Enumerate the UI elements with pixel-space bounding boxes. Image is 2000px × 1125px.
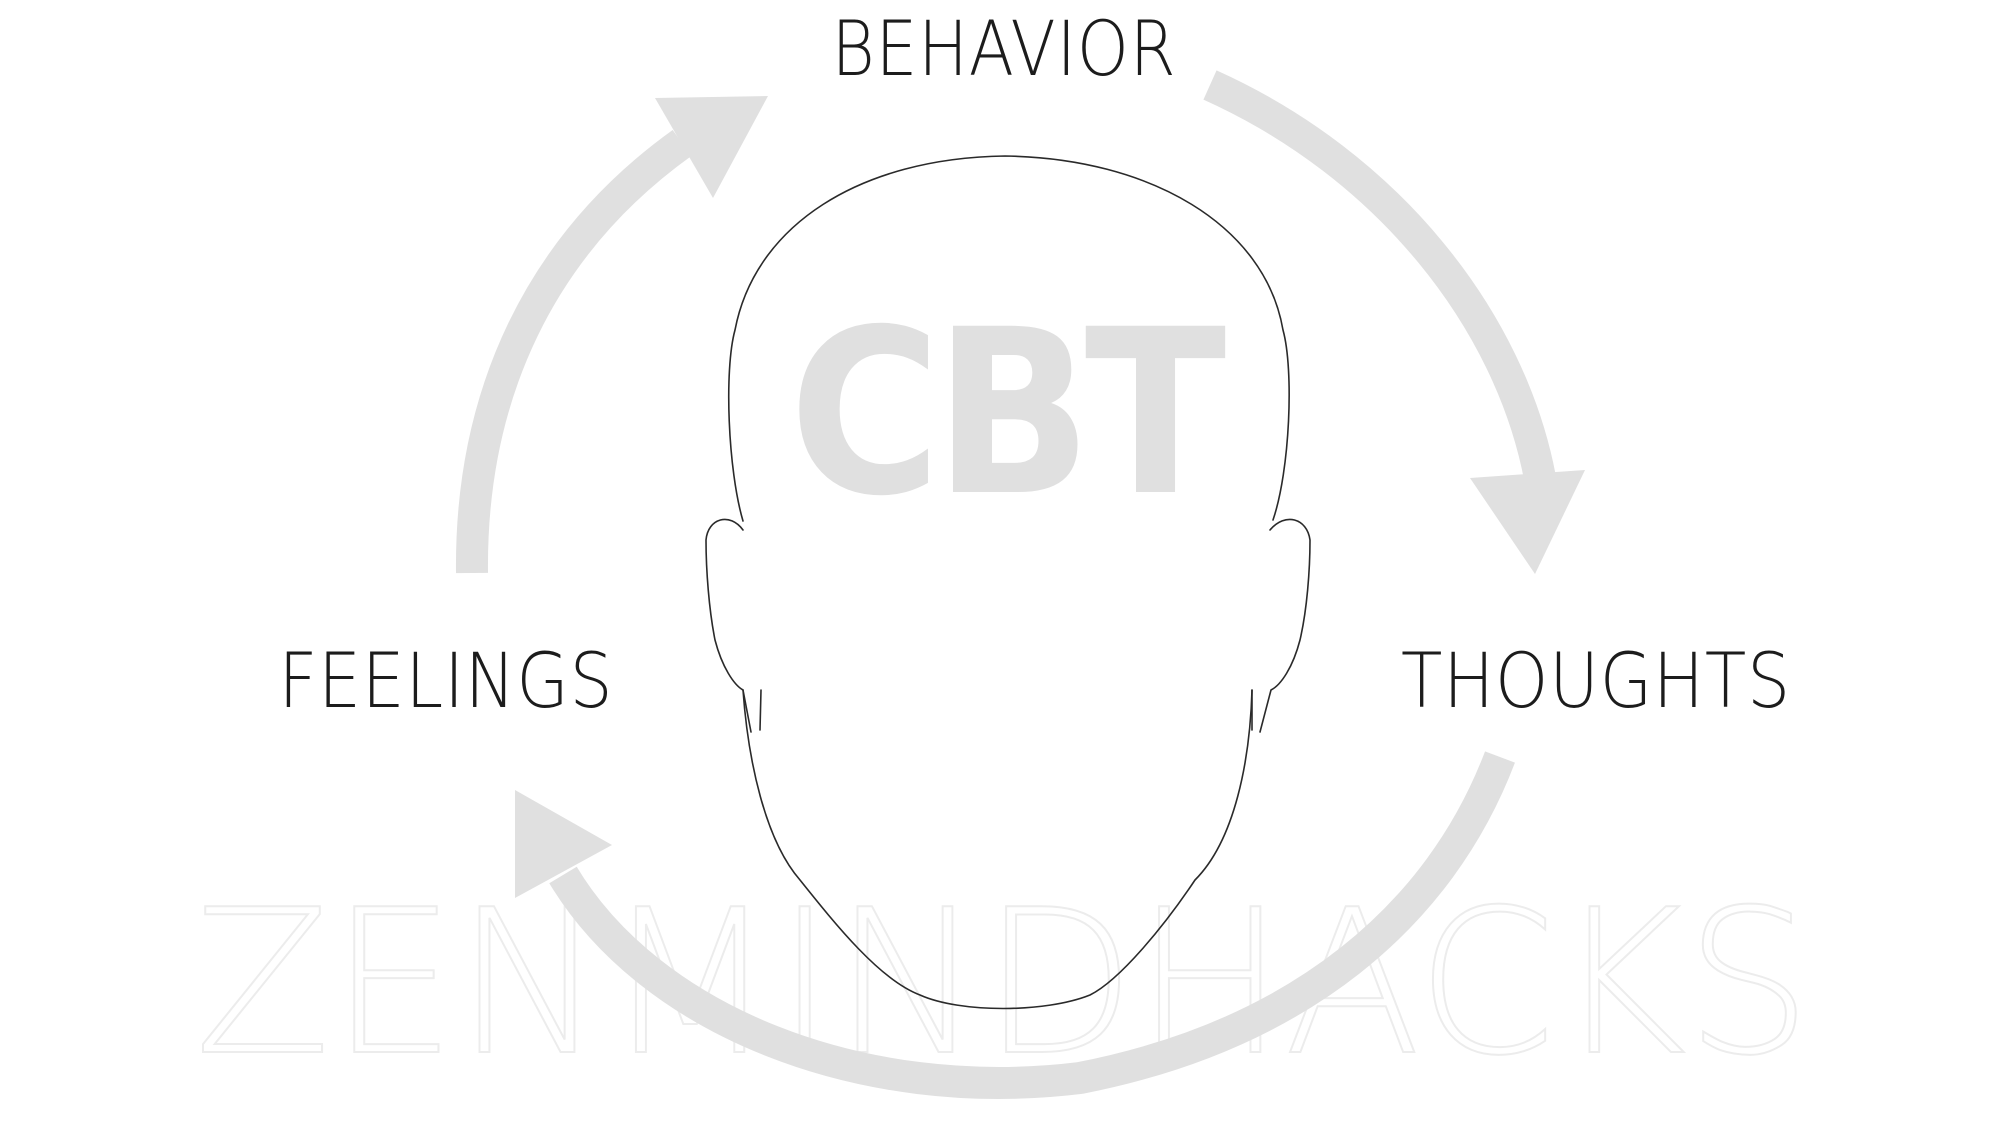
- node-thoughts: THOUGHTS: [1401, 636, 1791, 725]
- cbt-title: CBT: [789, 280, 1226, 546]
- head-illustration: [705, 155, 1311, 1010]
- right-ear: [1251, 518, 1311, 733]
- left-ear: [705, 518, 762, 733]
- arrow-behavior-to-thoughts: [1203, 70, 1585, 574]
- node-behavior: BEHAVIOR: [832, 4, 1177, 93]
- arrow-feelings-to-behavior: [455, 96, 768, 574]
- arrow-thoughts-to-feelings: [515, 751, 1515, 1099]
- head-outline: [727, 155, 1290, 1010]
- node-feelings: FEELINGS: [279, 636, 614, 725]
- watermark-text: ZENMINDHACKS: [194, 867, 1814, 1100]
- cycle-arrows: [455, 70, 1585, 1099]
